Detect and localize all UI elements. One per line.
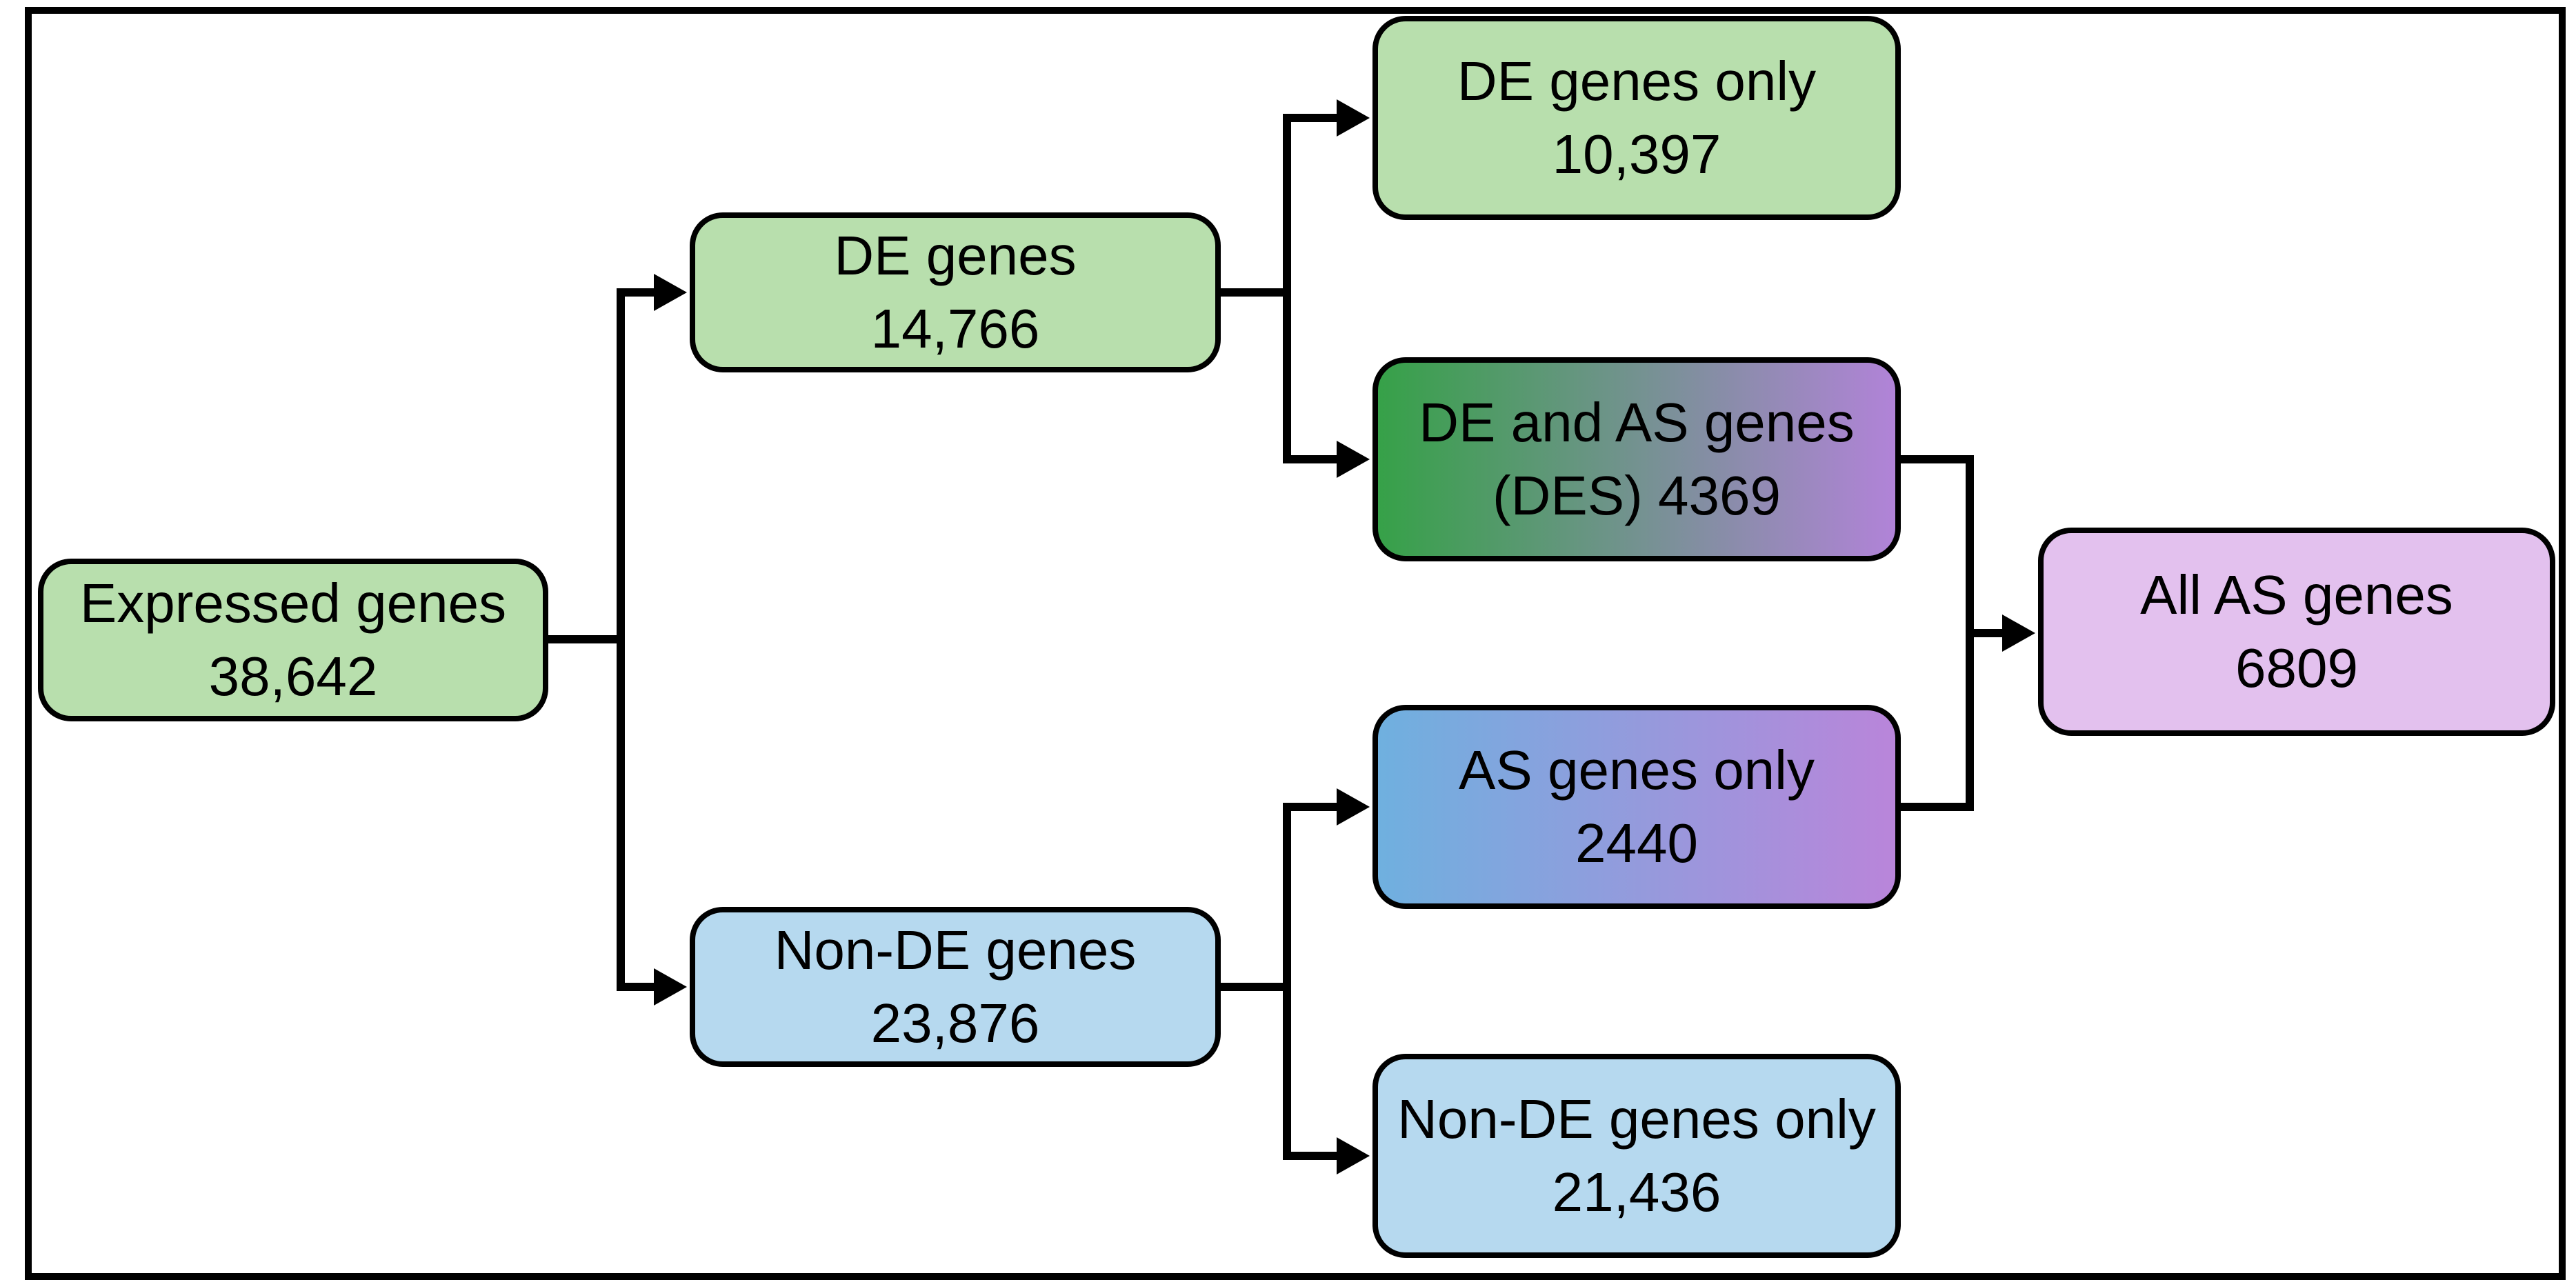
- node-expressed-genes: Expressed genes 38,642: [38, 559, 548, 721]
- node-non-de-genes: Non-DE genes 23,876: [690, 907, 1221, 1067]
- arrowhead-nonde: [654, 968, 687, 1006]
- arrowhead-asonly: [1337, 788, 1370, 826]
- node-label: Non-DE genes only: [1397, 1088, 1876, 1150]
- node-value: 21,436: [1552, 1161, 1721, 1223]
- node-label: DE and AS genes: [1419, 392, 1855, 453]
- node-value: 2440: [1575, 812, 1698, 874]
- node-de-and-as-genes: DE and AS genes (DES) 4369: [1372, 357, 1901, 561]
- node-label: Non-DE genes: [774, 919, 1137, 981]
- node-all-as-genes: All AS genes 6809: [2038, 528, 2555, 736]
- node-value: (DES) 4369: [1492, 465, 1781, 526]
- node-non-de-genes-only: Non-DE genes only 21,436: [1372, 1054, 1901, 1258]
- arrowhead-deonly: [1337, 99, 1370, 137]
- arrowhead-nondeonly: [1337, 1137, 1370, 1174]
- node-value: 38,642: [208, 646, 378, 707]
- node-value: 10,397: [1552, 123, 1721, 185]
- node-value: 23,876: [870, 992, 1040, 1054]
- node-label: Expressed genes: [79, 572, 507, 634]
- node-as-genes-only: AS genes only 2440: [1372, 705, 1901, 909]
- outer-frame: [25, 7, 2566, 1280]
- node-value: 14,766: [870, 298, 1040, 359]
- node-label: All AS genes: [2140, 564, 2453, 626]
- node-label: DE genes: [834, 225, 1077, 286]
- node-de-genes-only: DE genes only 10,397: [1372, 16, 1901, 220]
- node-value: 6809: [2235, 637, 2358, 699]
- arrowhead-de: [654, 274, 687, 311]
- arrowhead-des: [1337, 441, 1370, 478]
- node-label: AS genes only: [1459, 739, 1815, 801]
- node-de-genes: DE genes 14,766: [690, 212, 1221, 372]
- node-label: DE genes only: [1457, 50, 1817, 112]
- arrowhead-allas: [2002, 614, 2035, 652]
